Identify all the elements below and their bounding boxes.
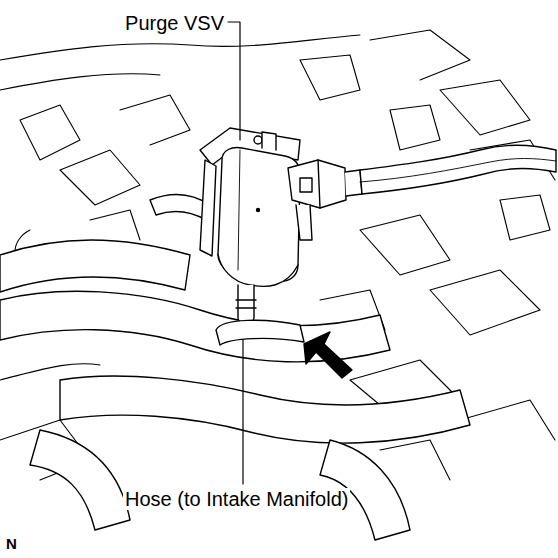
background-parts [0,30,555,480]
wire-harness [360,159,556,183]
leader-line [228,22,240,140]
purge-vsv [218,132,300,323]
part-label: Purge VSV [123,12,226,34]
pointer-arrow [304,332,352,378]
part-label: Hose (to Intake Manifold) [123,488,350,510]
coolant-hoses [0,240,470,540]
figure-code: N [4,536,19,553]
leader-line [242,340,243,484]
wire-harness [360,145,556,194]
vsv-connector [288,160,362,240]
vacuum-hose [150,195,210,220]
intake-hose [216,320,304,345]
